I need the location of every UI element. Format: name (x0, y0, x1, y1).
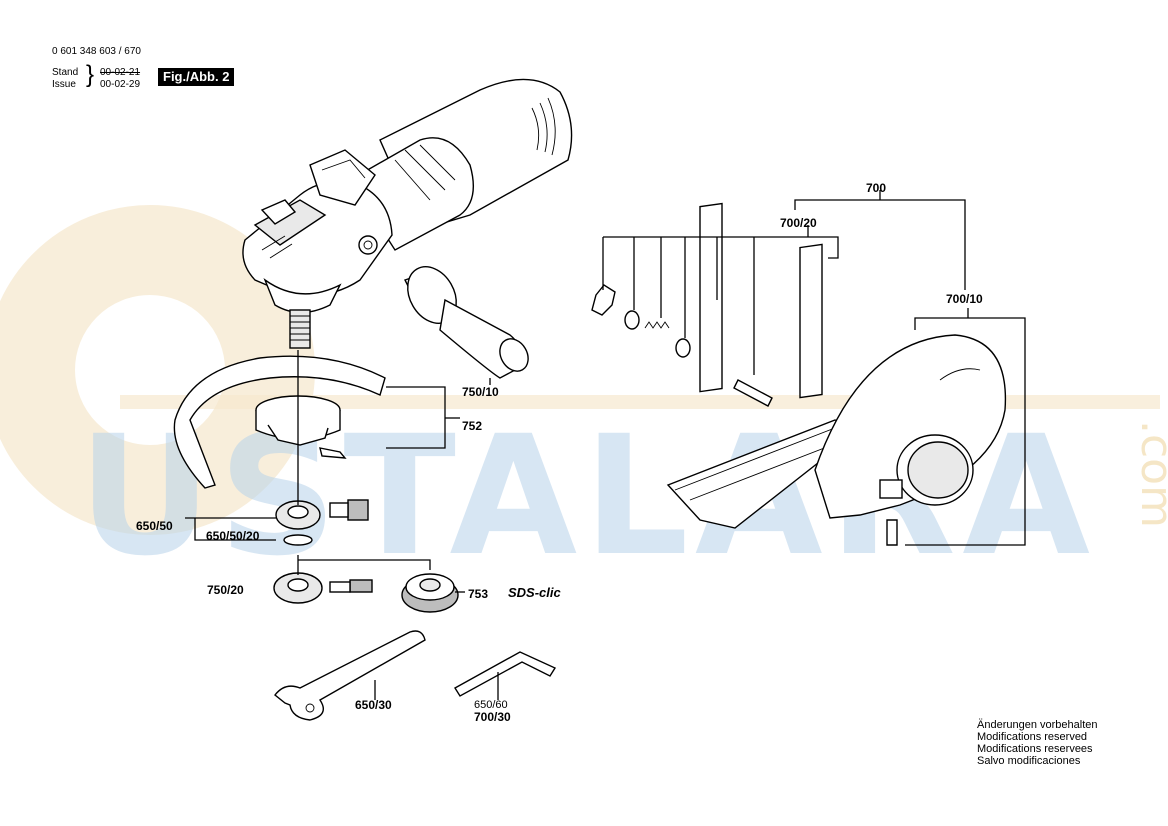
label-750-10: 750/10 (462, 385, 499, 399)
watermark-suffix: .com (1131, 420, 1168, 528)
issue-date: 00-02-29 (100, 79, 141, 90)
flange-parts (273, 499, 459, 613)
label-700: 700 (866, 181, 886, 195)
grinder-body (242, 78, 573, 349)
label-650-50: 650/50 (136, 519, 173, 533)
label-650-50-20: 650/50/20 (206, 529, 260, 543)
note-line: Änderungen vorbehalten (977, 719, 1098, 731)
label-752: 752 (462, 419, 482, 433)
label-700-10: 700/10 (946, 292, 983, 306)
label-700-20: 700/20 (780, 216, 817, 230)
note-line: Salvo modificaciones (977, 755, 1081, 767)
spanner-650-30 (274, 630, 426, 721)
stand-label: Stand (52, 67, 79, 78)
part-number: 0 601 348 603 / 670 (52, 46, 141, 57)
label-700-30: 700/30 (474, 710, 511, 724)
note-line: Modifications reserved (977, 731, 1088, 743)
label-750-20: 750/20 (207, 583, 244, 597)
side-handle (404, 266, 529, 379)
figure-badge: Fig./Abb. 2 (158, 68, 235, 86)
label-753: 753 (468, 587, 488, 601)
label-sds-clic: SDS-clic (508, 585, 562, 600)
leader-lines (185, 190, 1026, 700)
issue-label: Issue (52, 79, 76, 90)
hex-key (454, 651, 557, 697)
label-650-30: 650/30 (355, 698, 392, 712)
label-650-60: 650/60 (474, 699, 508, 711)
stand-date: 00-02-21 (100, 67, 141, 78)
part-labels: 700 700/20 700/10 750/10 752 650/50 650/… (136, 181, 983, 724)
cutting-guard (814, 334, 1007, 546)
watermark: USTALARA .com (0, 205, 1168, 592)
brace-icon: } (86, 61, 95, 88)
note-line: Modifications reservees (977, 743, 1093, 755)
notes-block: Änderungen vorbehalten Modifications res… (977, 719, 1097, 767)
